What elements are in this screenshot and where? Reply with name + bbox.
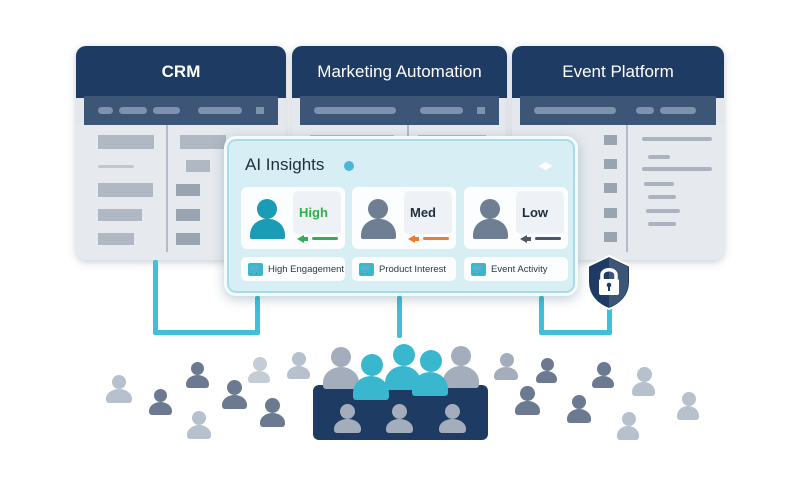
trend-line — [423, 237, 449, 240]
crm-panel: CRM — [76, 46, 286, 260]
trend-arrow-icon — [520, 235, 527, 243]
trend-arrow-icon — [408, 235, 415, 243]
info-icon — [344, 161, 354, 171]
user-icon — [480, 199, 500, 219]
trend-arrow-icon — [297, 235, 304, 243]
event-platform-title: Event Platform — [512, 46, 724, 98]
event-toolbar — [520, 96, 716, 125]
engagement-level: High — [299, 205, 328, 220]
crm-title: CRM — [76, 46, 286, 98]
connector-event-vertical — [539, 296, 544, 334]
segment-card-high[interactable]: High — [241, 187, 345, 249]
segment-card-low[interactable]: Low — [464, 187, 568, 249]
tag-event-activity[interactable]: 🛒 Event Activity — [464, 257, 568, 281]
engagement-level: Med — [410, 205, 436, 220]
left-right-arrows-icon[interactable]: ◀▶ — [538, 160, 553, 172]
trend-line — [312, 237, 338, 240]
connector-shield — [607, 305, 612, 335]
ai-insights-card: AI Insights ◀▶ High Med Low 🛒 High Engag… — [224, 136, 578, 296]
connector-event-horizontal — [539, 330, 611, 335]
cart-icon: 🛒 — [471, 262, 486, 276]
marketing-toolbar — [300, 96, 499, 125]
shield-lock-icon — [587, 254, 631, 310]
cart-icon: 🛒 — [248, 262, 263, 276]
connector-crm-up — [255, 296, 260, 335]
crm-toolbar — [84, 96, 278, 125]
connector-crm-vertical — [153, 260, 158, 334]
ai-insights-title: AI Insights — [245, 155, 325, 174]
cart-icon: 🛒 — [359, 262, 374, 276]
engagement-level: Low — [522, 205, 548, 220]
connector-center — [397, 296, 402, 338]
user-icon — [368, 199, 388, 219]
marketing-automation-title: Marketing Automation — [292, 46, 507, 98]
tag-high-engagement[interactable]: 🛒 High Engagement — [241, 257, 345, 281]
segment-card-med[interactable]: Med — [352, 187, 456, 249]
connector-crm-horizontal — [153, 330, 259, 335]
trend-line — [535, 237, 561, 240]
user-icon — [257, 199, 277, 219]
tag-product-interest[interactable]: 🛒 Product Interest — [352, 257, 456, 281]
